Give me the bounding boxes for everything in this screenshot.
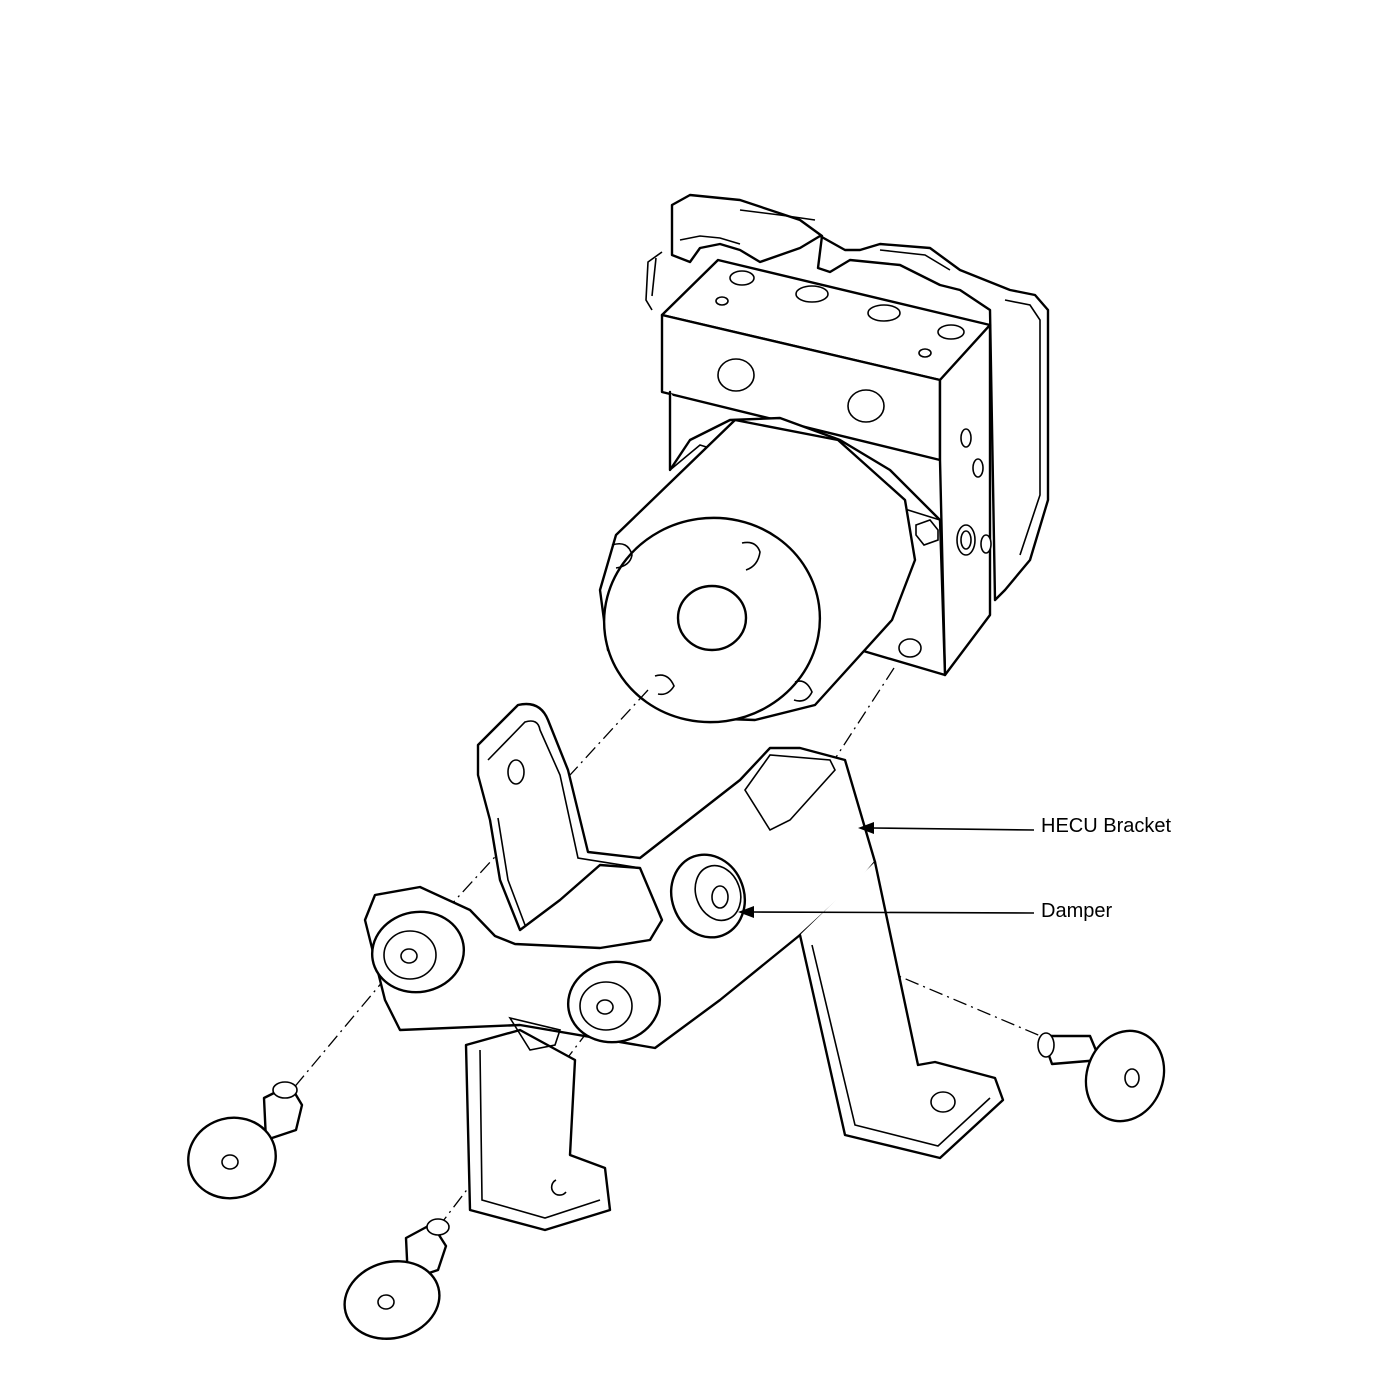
damper-icon <box>370 910 466 994</box>
hecu-bracket-icon <box>363 702 1005 1232</box>
leader-hecu-bracket <box>858 822 1035 834</box>
damper-label: Damper <box>1041 900 1113 922</box>
damper-icon <box>566 960 662 1044</box>
bolt-icon <box>187 1081 304 1200</box>
bolt-icon <box>343 1218 450 1340</box>
bolt-icon <box>1037 1029 1166 1123</box>
hecu-bracket-label: HECU Bracket <box>1041 815 1172 837</box>
leader-damper <box>738 906 1035 918</box>
damper-icon <box>670 853 746 939</box>
hecu-unit-icon <box>598 193 1050 724</box>
